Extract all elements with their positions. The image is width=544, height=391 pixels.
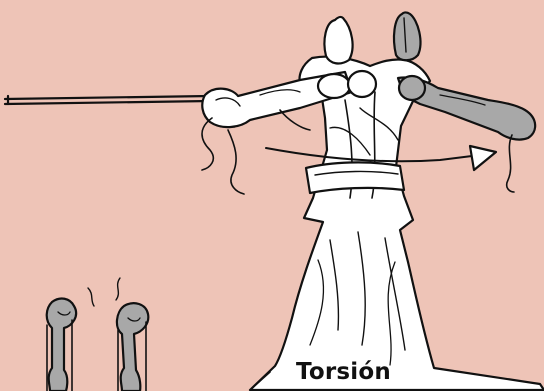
right-sleeve: [398, 76, 535, 140]
right-horn: [394, 13, 420, 61]
left-horn: [324, 17, 352, 64]
small-shirt-left-icon: [47, 288, 94, 391]
stick-icon: [5, 96, 210, 104]
waist-band: [306, 162, 404, 193]
small-shirt-right-icon: [116, 278, 148, 391]
caption-label: Torsión: [296, 359, 391, 385]
